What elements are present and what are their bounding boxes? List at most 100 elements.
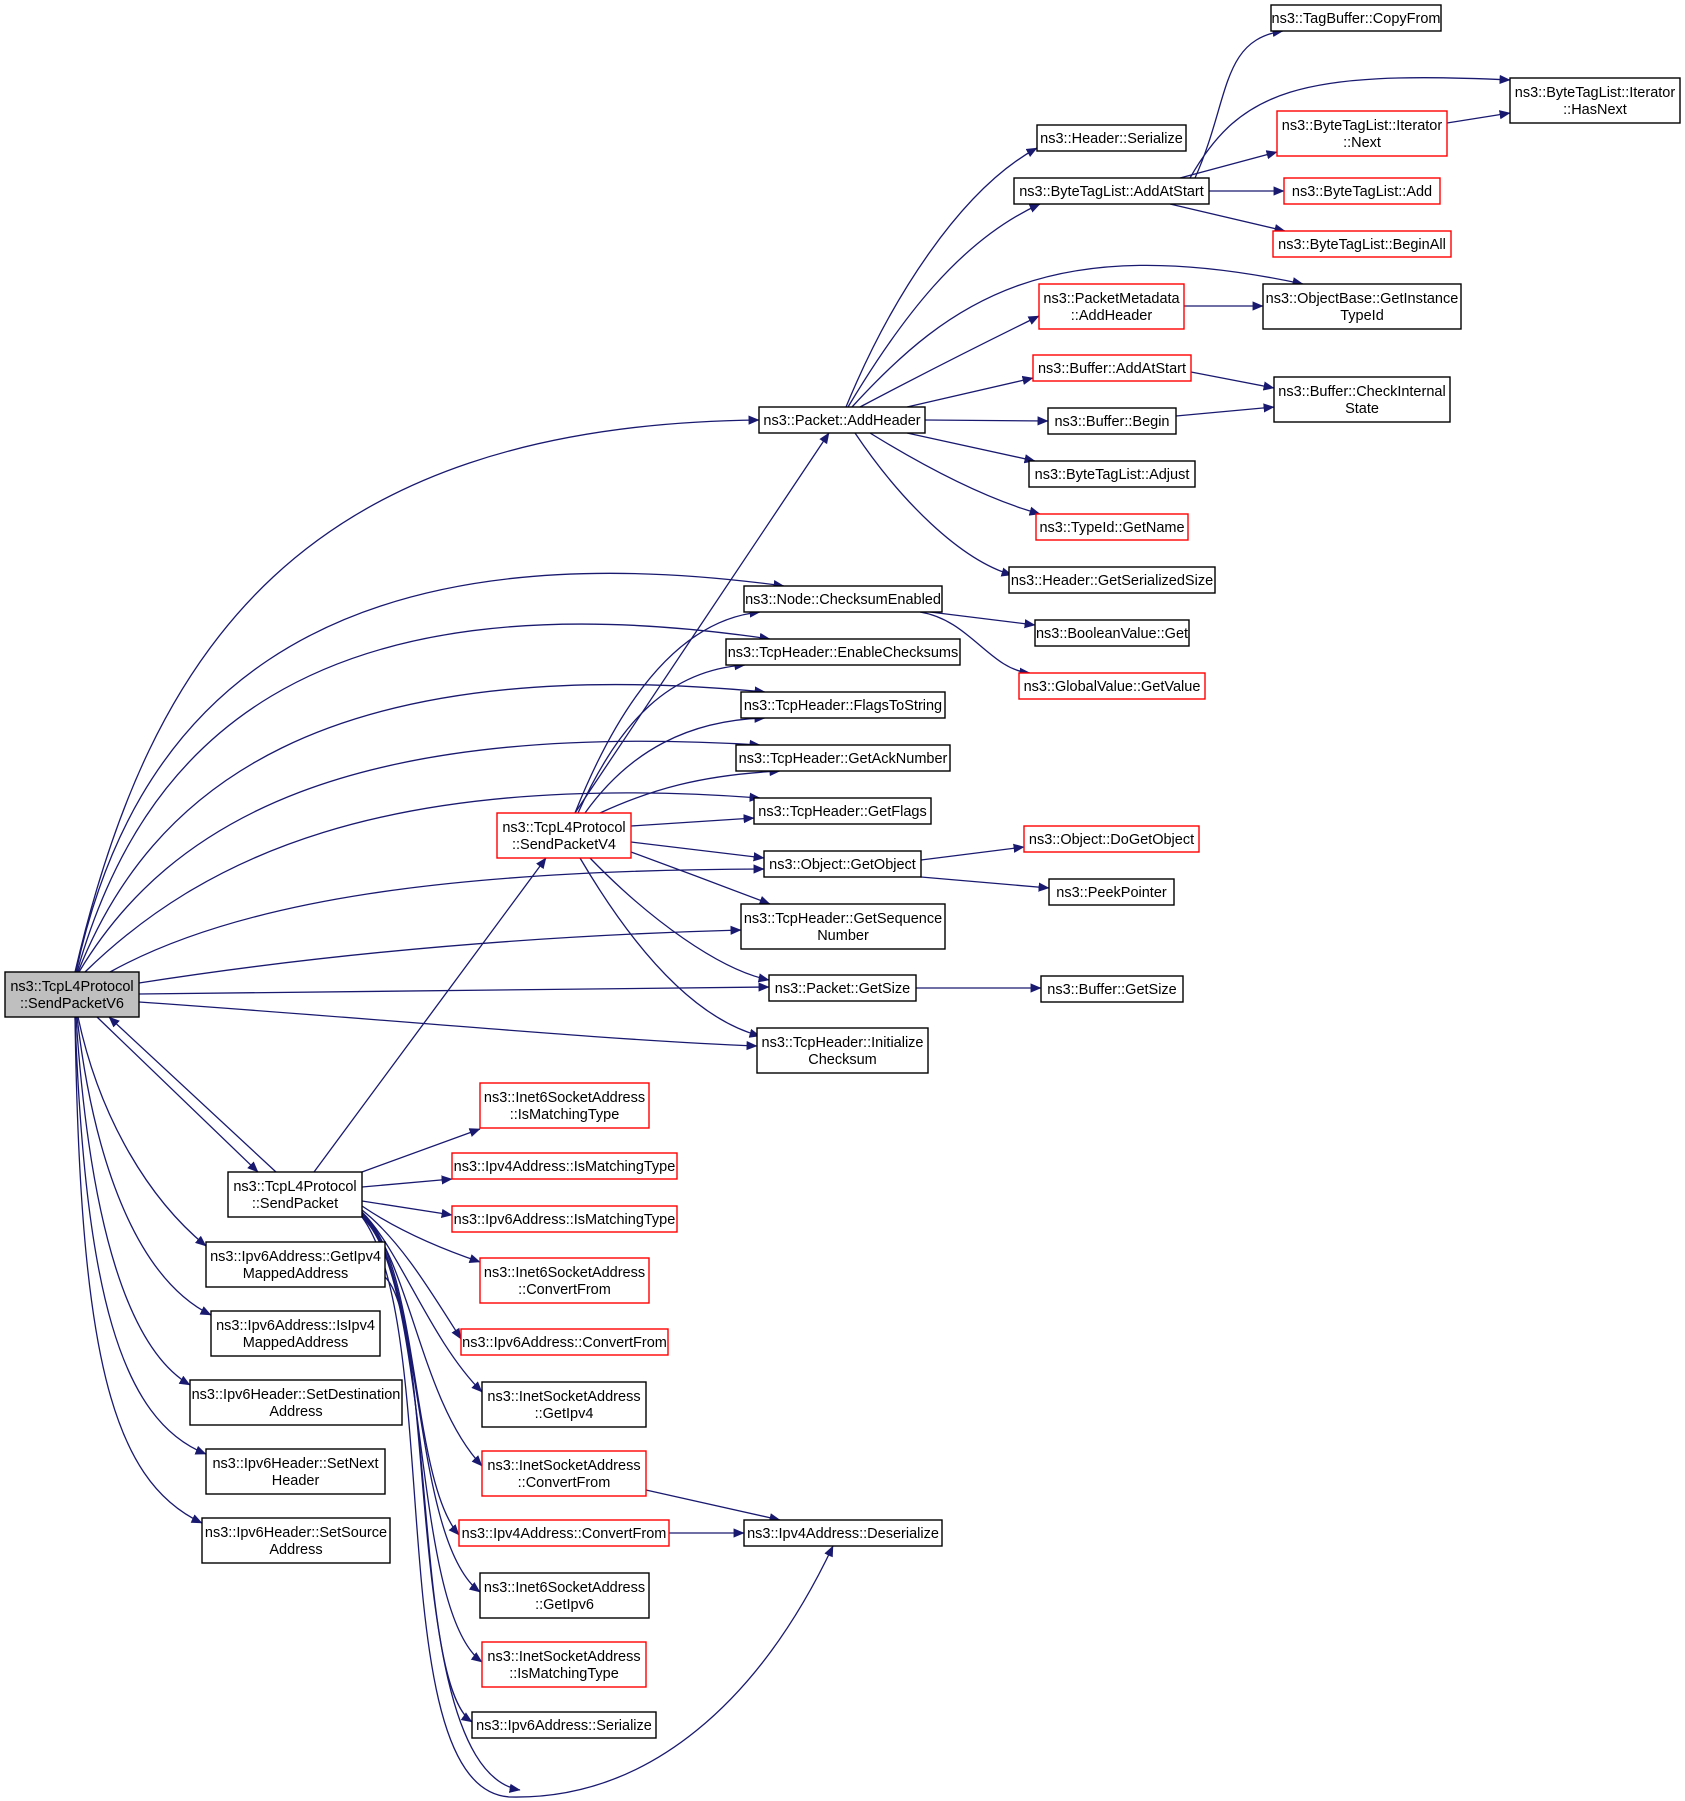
- node-sendpacketv4[interactable]: ns3::TcpL4Protocol::SendPacketV4: [496, 812, 632, 859]
- node-label-line: ::GetIpv6: [535, 1597, 594, 1613]
- edge-sendpacket-to-inet6ismatch: [361, 1128, 481, 1173]
- node-label-line: ns3::InetSocketAddress: [487, 1458, 640, 1474]
- node-box: [481, 1381, 647, 1428]
- node-pmaddheader[interactable]: ns3::PacketMetadata::AddHeader: [1038, 283, 1185, 330]
- node-box: [451, 1205, 678, 1233]
- node-box: [1040, 975, 1184, 1003]
- node-inetgetipv4[interactable]: ns3::InetSocketAddress::GetIpv4: [481, 1381, 647, 1428]
- node-label-line: ns3::Inet6SocketAddress: [484, 1265, 645, 1281]
- node-label-line: ns3::Buffer::CheckInternal: [1278, 384, 1445, 400]
- node-headergetsersize[interactable]: ns3::Header::GetSerializedSize: [1008, 566, 1216, 594]
- node-bufbegin[interactable]: ns3::Buffer::Begin: [1047, 407, 1177, 435]
- node-checksumenabled[interactable]: ns3::Node::ChecksumEnabled: [743, 585, 943, 613]
- node-label-line: ns3::Ipv6Address::Serialize: [476, 1718, 652, 1734]
- node-box: [763, 850, 922, 878]
- edge-sendpacketv4-to-enablechecksums: [577, 661, 746, 814]
- node-boolget[interactable]: ns3::BooleanValue::Get: [1034, 619, 1190, 647]
- node-box: [1035, 513, 1189, 541]
- node-peekpointer[interactable]: ns3::PeekPointer: [1048, 878, 1175, 906]
- node-headerserialize[interactable]: ns3::Header::Serialize: [1036, 124, 1187, 152]
- node-box: [1048, 878, 1175, 906]
- edge-sendpacketv4-to-initchecksum: [579, 857, 761, 1038]
- edge-sendpacket-to-ipv6serialize: [361, 1216, 473, 1723]
- node-inet6getipv6[interactable]: ns3::Inet6SocketAddress::GetIpv6: [479, 1572, 650, 1619]
- node-ipv4ismatch[interactable]: ns3::Ipv4Address::IsMatchingType: [451, 1152, 678, 1180]
- node-label-line: ns3::Ipv6Header::SetNext: [212, 1456, 378, 1472]
- node-bufaddatstart[interactable]: ns3::Buffer::AddAtStart: [1032, 354, 1192, 382]
- node-label-line: ns3::TcpHeader::GetSequence: [744, 911, 942, 927]
- node-label-line: ns3::TypeId::GetName: [1039, 520, 1184, 536]
- node-btladd[interactable]: ns3::ByteTagList::Add: [1283, 177, 1441, 205]
- node-btlbeginall[interactable]: ns3::ByteTagList::BeginAll: [1272, 230, 1452, 258]
- node-root[interactable]: ns3::TcpL4Protocol::SendPacketV6: [4, 971, 140, 1018]
- node-addheader[interactable]: ns3::Packet::AddHeader: [758, 406, 926, 434]
- edge-sendpacket-to-ipv6ismatch: [361, 1200, 453, 1218]
- edge-sendpacketv4-to-getacknumber: [599, 766, 781, 814]
- edge-root-to-checksumenabled: [75, 572, 785, 973]
- node-label-line: ns3::Object::DoGetObject: [1029, 832, 1194, 848]
- node-label-line: ns3::TcpHeader::GetFlags: [758, 804, 926, 820]
- node-sendpacket[interactable]: ns3::TcpL4Protocol::SendPacket: [227, 1171, 363, 1218]
- node-box: [1272, 230, 1452, 258]
- node-label-line: ns3::Header::GetSerializedSize: [1011, 573, 1213, 589]
- node-ipv4deserialize[interactable]: ns3::Ipv4Address::Deserialize: [743, 1519, 943, 1547]
- node-box: [479, 1257, 650, 1304]
- node-packetgetsize[interactable]: ns3::Packet::GetSize: [768, 974, 917, 1002]
- node-getobject[interactable]: ns3::Object::GetObject: [763, 850, 922, 878]
- edge-inetconvert-to-ipv4deserialize: [645, 1489, 781, 1523]
- node-bufgetsize[interactable]: ns3::Buffer::GetSize: [1040, 975, 1184, 1003]
- node-label-line: ns3::TcpL4Protocol: [233, 1179, 356, 1195]
- node-box: [496, 812, 632, 859]
- node-tagbufcopy[interactable]: ns3::TagBuffer::CopyFrom: [1270, 4, 1442, 32]
- node-typeidgetname[interactable]: ns3::TypeId::GetName: [1035, 513, 1189, 541]
- node-box: [1034, 619, 1190, 647]
- edge-root-to-sendpacket: [96, 1016, 259, 1173]
- node-gvgetvalue[interactable]: ns3::GlobalValue::GetValue: [1018, 672, 1206, 700]
- node-inetconvert[interactable]: ns3::InetSocketAddress::ConvertFrom: [481, 1450, 647, 1497]
- node-btliterhasnext[interactable]: ns3::ByteTagList::Iterator::HasNext: [1509, 77, 1681, 124]
- edge-bufbegin-to-bufcheckinternal: [1175, 403, 1275, 417]
- node-label-line: ns3::Header::Serialize: [1040, 131, 1183, 147]
- node-box: [1032, 354, 1192, 382]
- node-inet6convert[interactable]: ns3::Inet6SocketAddress::ConvertFrom: [479, 1257, 650, 1304]
- node-label-line: ns3::TagBuffer::CopyFrom: [1272, 11, 1441, 27]
- node-label-line: ns3::ByteTagList::Iterator: [1515, 85, 1676, 101]
- node-btliternext[interactable]: ns3::ByteTagList::Iterator::Next: [1276, 110, 1448, 157]
- node-enablechecksums[interactable]: ns3::TcpHeader::EnableChecksums: [725, 638, 961, 666]
- node-ipv6ismatch[interactable]: ns3::Ipv6Address::IsMatchingType: [451, 1205, 678, 1233]
- node-getacknumber[interactable]: ns3::TcpHeader::GetAckNumber: [735, 744, 951, 772]
- node-inet6ismatch[interactable]: ns3::Inet6SocketAddress::IsMatchingType: [479, 1082, 650, 1129]
- node-box: [1008, 566, 1216, 594]
- node-box: [210, 1310, 381, 1357]
- node-ipv4convert[interactable]: ns3::Ipv4Address::ConvertFrom: [458, 1519, 670, 1547]
- node-ipv6serialize[interactable]: ns3::Ipv6Address::Serialize: [471, 1711, 657, 1739]
- edge-sendpacket-to-ipv4deserialize: [361, 1216, 834, 1798]
- node-dogetobject[interactable]: ns3::Object::DoGetObject: [1023, 825, 1200, 853]
- node-inetismatch[interactable]: ns3::InetSocketAddress::IsMatchingType: [481, 1641, 647, 1688]
- edge-addheader-to-btladjust: [906, 432, 1036, 464]
- node-btladjust[interactable]: ns3::ByteTagList::Adjust: [1028, 460, 1196, 488]
- call-nodes: ns3::TcpL4Protocol::SendPacketV6ns3::Tcp…: [4, 4, 1681, 1739]
- node-label-line: ns3::Buffer::GetSize: [1047, 982, 1177, 998]
- node-btladdatstart[interactable]: ns3::ByteTagList::AddAtStart: [1013, 177, 1210, 205]
- node-box: [1047, 407, 1177, 435]
- node-box: [458, 1519, 670, 1547]
- node-box: [1038, 283, 1185, 330]
- node-label-line: ns3::GlobalValue::GetValue: [1024, 679, 1201, 695]
- node-box: [205, 1448, 386, 1495]
- node-flagstostring[interactable]: ns3::TcpHeader::FlagsToString: [740, 691, 946, 719]
- node-ipv6convert[interactable]: ns3::Ipv6Address::ConvertFrom: [460, 1328, 669, 1356]
- node-getflags[interactable]: ns3::TcpHeader::GetFlags: [753, 797, 932, 825]
- edge-checksumenabled-to-gvgetvalue: [919, 611, 1031, 677]
- node-box: [768, 974, 917, 1002]
